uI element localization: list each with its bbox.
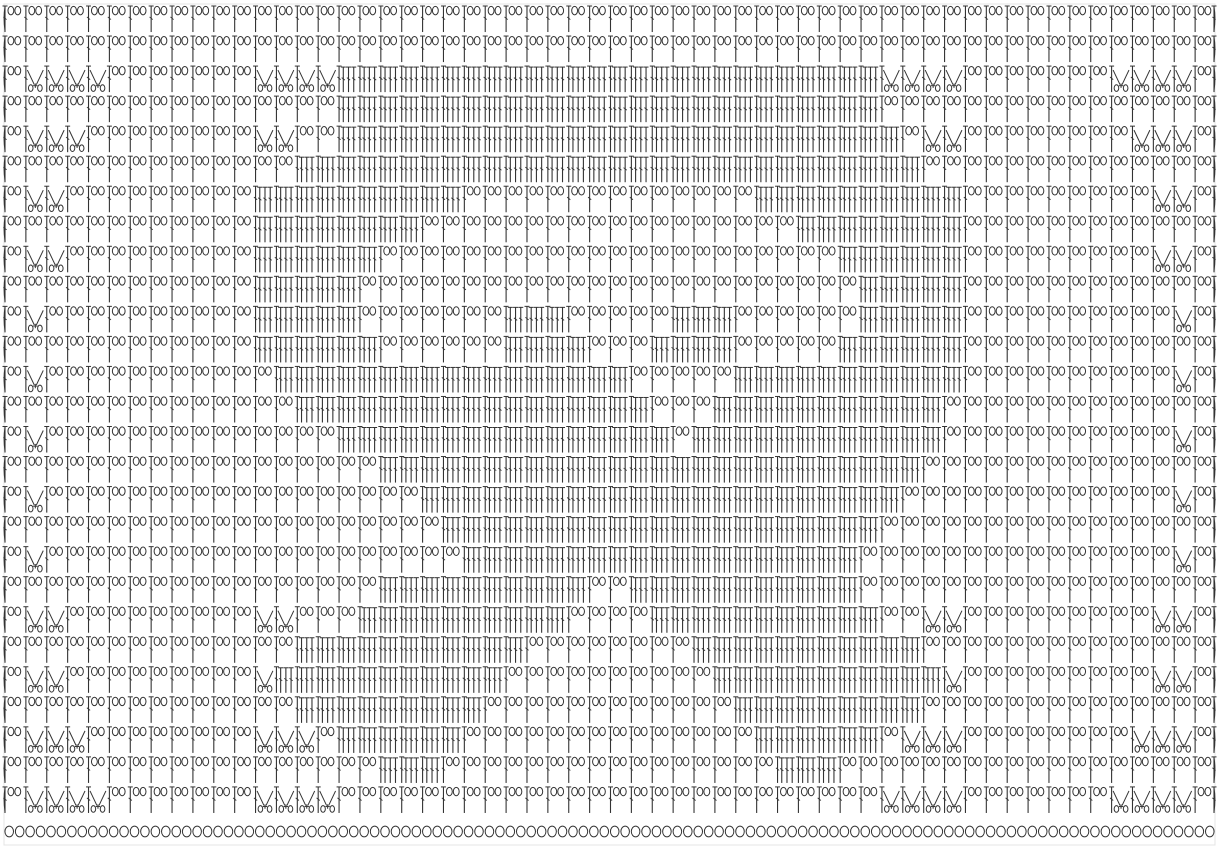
crochet-chart	[0, 0, 1221, 853]
crochet-chart-svg	[0, 0, 1221, 853]
